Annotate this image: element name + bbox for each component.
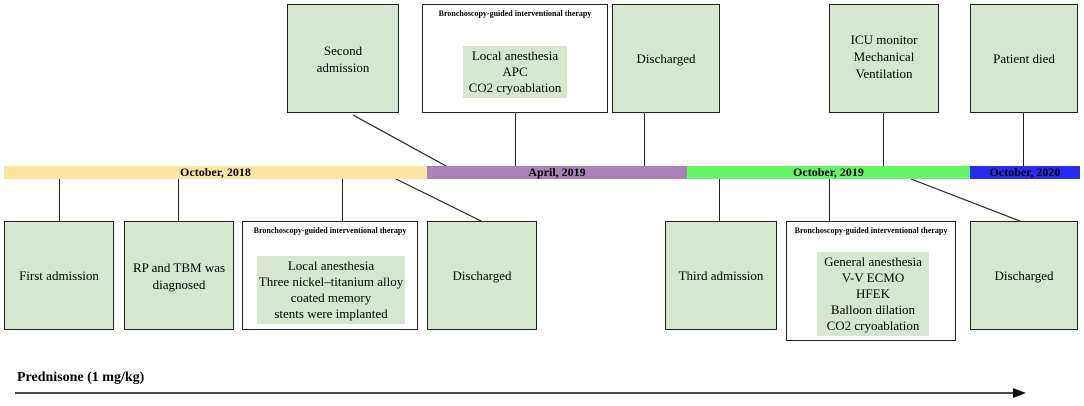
tick-died bbox=[1023, 113, 1024, 166]
therapy-2-item: Local anesthesia bbox=[287, 258, 375, 273]
timeline-segment-oct-2019: October, 2019 bbox=[687, 165, 970, 179]
event-therapy-2: Bronchoscopy-guided interventional thera… bbox=[242, 221, 418, 330]
event-second-admission: Second admission bbox=[287, 4, 399, 113]
tick-discharged-1 bbox=[644, 113, 645, 166]
discharged-3-label: Discharged bbox=[994, 268, 1054, 283]
event-patient-died: Patient died bbox=[970, 4, 1078, 113]
timeline-segment-oct-2018: October, 2018 bbox=[4, 165, 427, 179]
event-discharged-1: Discharged bbox=[612, 4, 720, 113]
diagnosed-line2: diagnosed bbox=[152, 276, 206, 292]
event-icu: ICU monitor Mechanical Ventilation bbox=[829, 4, 939, 113]
therapy-1-item: APC bbox=[502, 64, 528, 79]
patient-died-label: Patient died bbox=[993, 51, 1055, 66]
therapy-2-item: Three nickel–titanium alloy bbox=[258, 274, 404, 289]
therapy-3-header: Bronchoscopy-guided interventional thera… bbox=[794, 226, 948, 235]
prednisone-label: Prednisone (1 mg/kg) bbox=[17, 370, 145, 385]
tick-first-admission bbox=[59, 179, 60, 221]
connector-discharged-2 bbox=[395, 178, 482, 222]
event-discharged-2: Discharged bbox=[427, 221, 537, 330]
prednisone-arrow-head bbox=[1013, 388, 1026, 398]
therapy-3-items: General anesthesia V-V ECMO HFEK Balloon… bbox=[817, 252, 929, 336]
therapy-3-item: CO2 cryoablation bbox=[826, 318, 920, 333]
therapy-3-item: HFEK bbox=[856, 286, 890, 301]
tick-therapy-1 bbox=[515, 113, 516, 166]
event-diagnosed: RP and TBM was diagnosed bbox=[124, 221, 234, 330]
connector-discharged-3 bbox=[910, 178, 1021, 222]
tick-icu bbox=[883, 113, 884, 166]
therapy-2-item: coated memory bbox=[290, 290, 372, 305]
therapy-3-item: V-V ECMO bbox=[841, 270, 905, 285]
third-admission-label: Third admission bbox=[678, 268, 764, 283]
tick-diagnosed bbox=[178, 179, 179, 221]
tick-third-admission bbox=[719, 179, 720, 221]
therapy-1-items: Local anesthesia APC CO2 cryoablation bbox=[463, 46, 567, 98]
icu-line1: ICU monitor bbox=[850, 32, 918, 47]
therapy-2-items: Local anesthesia Three nickel–titanium a… bbox=[257, 256, 405, 324]
therapy-1-item: CO2 cryoablation bbox=[468, 80, 562, 95]
second-admission-line1: Second bbox=[323, 42, 363, 58]
therapy-3-item: General anesthesia bbox=[824, 254, 922, 269]
therapy-2-header: Bronchoscopy-guided interventional thera… bbox=[253, 226, 407, 235]
event-therapy-3: Bronchoscopy-guided interventional thera… bbox=[786, 221, 956, 341]
icu-line2: Mechanical bbox=[853, 49, 915, 64]
discharged-2-label: Discharged bbox=[452, 268, 512, 283]
tick-therapy-3 bbox=[829, 179, 830, 221]
tick-therapy-2 bbox=[342, 179, 343, 221]
event-therapy-1: Bronchoscopy-guided interventional thera… bbox=[422, 4, 608, 113]
timeline-segment-apr-2019: April, 2019 bbox=[427, 165, 687, 179]
therapy-2-item: stents were implanted bbox=[274, 306, 388, 321]
timeline-segment-oct-2020: October, 2020 bbox=[970, 165, 1080, 179]
diagnosed-line1: RP and TBM was bbox=[132, 259, 226, 275]
icu-line3: Ventilation bbox=[855, 66, 913, 81]
event-third-admission: Third admission bbox=[665, 221, 777, 330]
connector-second-admission bbox=[352, 114, 447, 167]
event-first-admission: First admission bbox=[4, 221, 114, 330]
event-discharged-3: Discharged bbox=[970, 221, 1078, 330]
therapy-3-item: Balloon dilation bbox=[830, 302, 916, 317]
therapy-1-header: Bronchoscopy-guided interventional thera… bbox=[438, 9, 592, 18]
second-admission-line2: admission bbox=[316, 59, 370, 75]
first-admission-label: First admission bbox=[19, 268, 99, 283]
discharged-1-label: Discharged bbox=[636, 51, 696, 66]
therapy-1-item: Local anesthesia bbox=[471, 48, 559, 63]
